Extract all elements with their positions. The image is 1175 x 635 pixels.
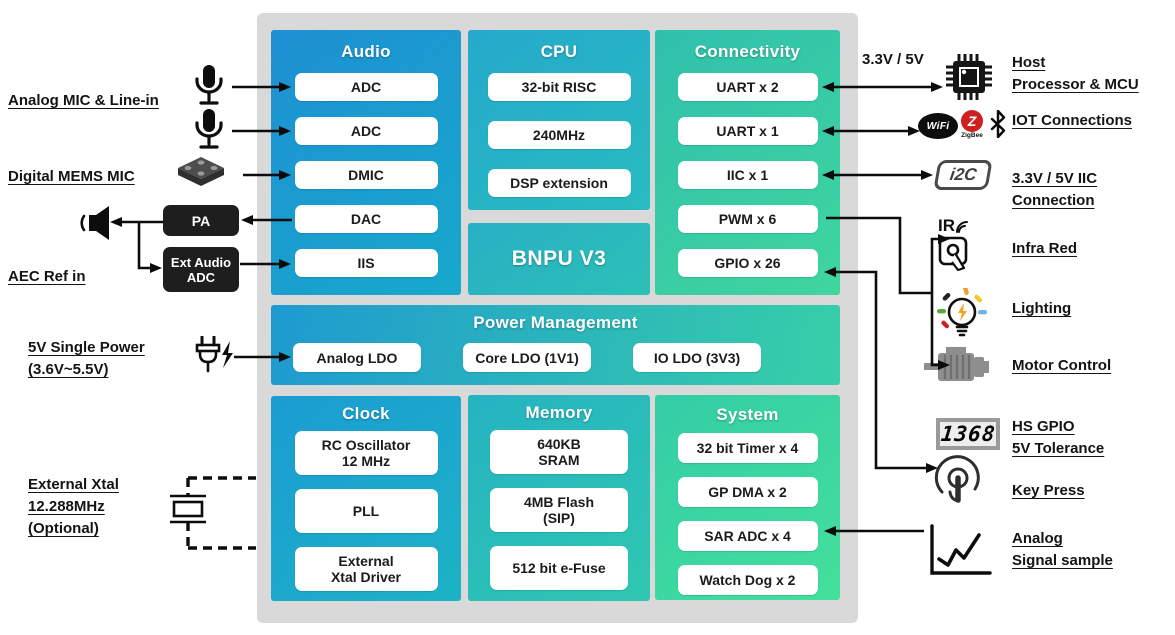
clock-item-xtal-driver: External Xtal Driver <box>294 547 438 591</box>
clock-title: Clock <box>342 404 390 423</box>
host-processor-chip-icon <box>946 54 992 100</box>
label-external-xtal: External Xtal 12.288MHz (Optional) <box>28 476 119 537</box>
i2c-text: i2C <box>948 165 978 184</box>
label-5v-single-power: 5V Single Power (3.6V~5.5V) <box>28 339 145 378</box>
microphone-icon <box>195 109 223 149</box>
label-key-press: Key Press <box>1012 482 1085 499</box>
label-analog-mic-line-in: Analog MIC & Line-in <box>8 92 159 109</box>
label-lighting: Lighting <box>1012 300 1072 317</box>
label-hs-gpio: HS GPIO 5V Tolerance <box>1012 418 1105 457</box>
memory-title: Memory <box>525 403 593 422</box>
system-item-timer: 32 bit Timer x 4 <box>677 433 818 463</box>
system-item-dma: GP DMA x 2 <box>677 477 818 507</box>
power-item-analog-ldo: Analog LDO <box>293 343 421 372</box>
analog-signal-icon <box>930 524 992 575</box>
audio-item-iis: IIS <box>294 249 438 277</box>
conn-item-uart1: UART x 1 <box>677 117 818 145</box>
power-plug-icon <box>195 336 233 373</box>
label-iic-connection: 3.3V / 5V IIC Connection <box>1012 170 1098 209</box>
clock-item-pll: PLL <box>294 489 438 533</box>
audio-item-adc2: ADC <box>294 117 438 145</box>
seven-segment-display-icon: 1368 <box>936 418 1000 450</box>
memory-items: 640KB SRAM 4MB Flash (SIP) 512 bit e-Fus… <box>490 430 628 590</box>
key-press-icon <box>934 455 980 503</box>
voltage-note: 3.3V / 5V <box>862 51 924 68</box>
pa-box: PA <box>163 205 239 236</box>
seven-segment-digits: 1368 <box>939 422 997 446</box>
clock-block: Clock RC Oscillator 12 MHz PLL External … <box>271 396 461 601</box>
label-digital-mems-mic: Digital MEMS MIC <box>8 168 135 185</box>
wifi-text: WiFi <box>926 120 950 132</box>
system-title: System <box>716 405 779 424</box>
power-management-block: Power Management Analog LDO Core LDO (1V… <box>271 305 840 385</box>
ir-text: IR <box>938 216 955 235</box>
power-item-core-ldo: Core LDO (1V1) <box>463 343 591 372</box>
system-item-watchdog: Watch Dog x 2 <box>677 565 818 595</box>
crystal-symbol <box>170 494 206 524</box>
label-iot-connections: IOT Connections <box>1012 112 1132 129</box>
cpu-item-risc: 32-bit RISC <box>487 73 631 101</box>
label-host-processor: Host Processor & MCU <box>1012 54 1139 93</box>
memory-item-efuse: 512 bit e-Fuse <box>490 546 628 590</box>
zigbee-text: ZigBee <box>961 132 983 139</box>
ext-audio-adc-box: Ext Audio ADC <box>163 247 239 292</box>
memory-block: Memory 640KB SRAM 4MB Flash (SIP) 512 bi… <box>468 395 650 601</box>
cpu-item-freq: 240MHz <box>487 121 631 149</box>
label-analog-signal-sample: Analog Signal sample <box>1012 530 1113 569</box>
bnpu-block: BNPU V3 <box>468 223 650 295</box>
infrared-remote-icon: IR <box>938 216 992 284</box>
wifi-icon: WiFi <box>918 113 958 139</box>
conn-item-iic: IIC x 1 <box>677 161 818 189</box>
cpu-items: 32-bit RISC 240MHz DSP extension <box>487 73 631 197</box>
audio-items: ADC ADC DMIC DAC IIS <box>294 73 438 277</box>
zigbee-icon: Z ZigBee <box>958 110 986 139</box>
cpu-title: CPU <box>540 42 578 61</box>
conn-item-pwm: PWM x 6 <box>677 205 818 233</box>
label-aec-ref-in: AEC Ref in <box>8 268 86 285</box>
system-items: 32 bit Timer x 4 GP DMA x 2 SAR ADC x 4 … <box>677 433 818 595</box>
power-item-io-ldo: IO LDO (3V3) <box>633 343 761 372</box>
label-infra-red: Infra Red <box>1012 240 1078 257</box>
clock-item-rc-osc: RC Oscillator 12 MHz <box>294 431 438 475</box>
bnpu-title: BNPU V3 <box>511 247 607 270</box>
memory-item-flash: 4MB Flash (SIP) <box>490 488 628 532</box>
conn-item-uart2: UART x 2 <box>677 73 818 101</box>
connectivity-title: Connectivity <box>694 42 801 61</box>
lighting-bulb-icon <box>937 288 987 337</box>
audio-item-dmic: DMIC <box>294 161 438 189</box>
wire-aec-branch <box>137 222 150 270</box>
audio-title: Audio <box>341 42 391 61</box>
audio-item-adc1: ADC <box>294 73 438 101</box>
ir-button-icon <box>938 236 968 272</box>
cpu-block: CPU 32-bit RISC 240MHz DSP extension <box>468 30 650 210</box>
cpu-item-dsp: DSP extension <box>487 169 631 197</box>
microphone-icon <box>195 65 223 105</box>
conn-item-gpio: GPIO x 26 <box>677 249 818 277</box>
audio-block: Audio ADC ADC DMIC DAC IIS <box>271 30 461 295</box>
i2c-logo-icon: i2C <box>933 160 993 190</box>
system-block: System 32 bit Timer x 4 GP DMA x 2 SAR A… <box>655 395 840 600</box>
bluetooth-icon <box>990 110 1006 138</box>
ir-waves-icon <box>956 221 968 233</box>
motor-icon <box>924 347 989 381</box>
audio-item-dac: DAC <box>294 205 438 233</box>
mems-chip-icon <box>178 157 224 186</box>
label-motor-control: Motor Control <box>1012 357 1112 374</box>
connectivity-items: UART x 2 UART x 1 IIC x 1 PWM x 6 GPIO x… <box>677 73 818 277</box>
power-title: Power Management <box>473 313 638 332</box>
zigbee-z: Z <box>961 110 983 132</box>
memory-item-sram: 640KB SRAM <box>490 430 628 474</box>
power-items: Analog LDO Core LDO (1V1) IO LDO (3V3) <box>293 343 761 372</box>
speaker-icon <box>80 206 109 240</box>
connectivity-block: Connectivity UART x 2 UART x 1 IIC x 1 P… <box>655 30 840 295</box>
clock-items: RC Oscillator 12 MHz PLL External Xtal D… <box>294 431 438 591</box>
system-item-saradc: SAR ADC x 4 <box>677 521 818 551</box>
